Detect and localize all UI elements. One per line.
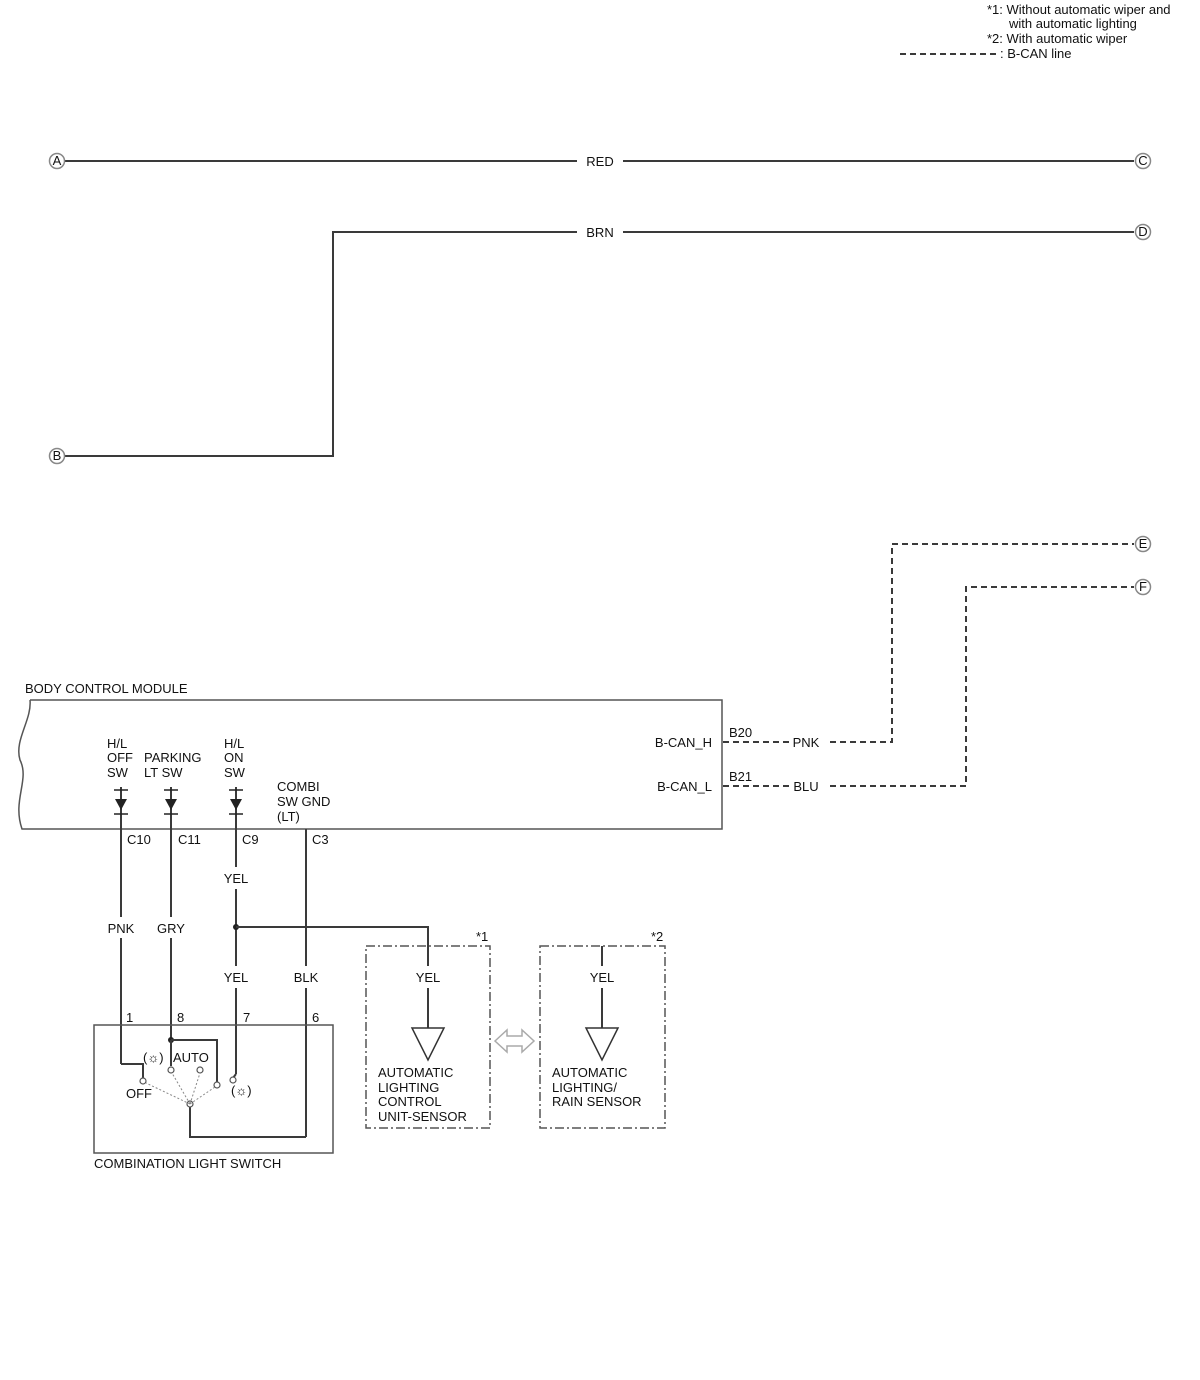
- pnk-wire-label: PNK: [108, 921, 135, 936]
- sensor1-triangle-icon: [410, 1027, 446, 1062]
- legend-note2: *2: With automatic wiper: [987, 31, 1128, 46]
- switch-title: COMBINATION LIGHT SWITCH: [94, 1156, 281, 1171]
- pin-c10: C10: [127, 832, 151, 847]
- switch-pin-7: 7: [243, 1010, 250, 1025]
- hl-on-sw-label-2: ON: [224, 750, 244, 765]
- legend-bcan: : B-CAN line: [1000, 46, 1072, 61]
- hl-off-input-arrow-icon: [114, 787, 128, 829]
- sensor1-note: *1: [476, 929, 488, 944]
- blk-wire-label: BLK: [294, 970, 319, 985]
- switch-selector-icon: [145, 1072, 216, 1105]
- hl-off-sw-label-3: SW: [107, 765, 129, 780]
- svg-text:B: B: [53, 448, 62, 463]
- switch-pin-1: 1: [126, 1010, 133, 1025]
- parking-lt-sw-label-1: PARKING: [144, 750, 202, 765]
- gry-wire-label: GRY: [157, 921, 185, 936]
- sensor1-name-4: UNIT-SENSOR: [378, 1109, 467, 1124]
- svg-text:D: D: [1138, 224, 1147, 239]
- bcm-bcan-h-label: B-CAN_H: [655, 735, 712, 750]
- connector-a: A: [48, 152, 66, 170]
- switch-pin-6: 6: [312, 1010, 319, 1025]
- red-wire: RED: [65, 154, 1134, 169]
- svg-text:A: A: [53, 153, 62, 168]
- pin-b21: B21: [729, 769, 752, 784]
- red-wire-label: RED: [586, 154, 613, 169]
- switch-pin-8: 8: [177, 1010, 184, 1025]
- bcan-l-wire-label: BLU: [793, 779, 818, 794]
- brn-wire-label: BRN: [586, 225, 613, 240]
- sensor2-wire-label: YEL: [590, 970, 615, 985]
- parking-lt-sw-label-2: LT SW: [144, 765, 183, 780]
- switch-contacts: [139, 1066, 237, 1108]
- bcan-h-wire-label: PNK: [793, 735, 820, 750]
- sensor2-triangle-icon: [584, 1027, 620, 1062]
- hl-on-sw-label-3: SW: [224, 765, 246, 780]
- connector-b: B: [48, 447, 66, 465]
- automatic-lighting-rain-sensor: *2 YEL AUTOMATIC LIGHTING/ RAIN SENSOR: [539, 929, 666, 1129]
- combi-sw-gnd-label-1: COMBI: [277, 779, 320, 794]
- bcm-bcan-l-label: B-CAN_L: [657, 779, 712, 794]
- bcan-lines: PNK BLU: [723, 543, 1134, 794]
- switch-position-on-icon: (☼): [231, 1083, 252, 1098]
- legend-note1-line2: with automatic lighting: [1008, 16, 1137, 31]
- bcan-h-line-right: [830, 543, 1134, 743]
- yel-wire: YEL YEL: [224, 829, 429, 1074]
- hl-on-sw-label-1: H/L: [224, 736, 244, 751]
- brn-wire: BRN: [65, 225, 1134, 457]
- combination-light-switch: 1 8 7 6 COMBINATION LIGHT SWITCH (☼) AUT…: [93, 1010, 334, 1171]
- pin-c9: C9: [242, 832, 259, 847]
- connector-c: C: [1134, 152, 1152, 170]
- sensor1-wire-label: YEL: [416, 970, 441, 985]
- sensor2-note: *2: [651, 929, 663, 944]
- connector-d: D: [1134, 223, 1152, 241]
- sensor1-name-3: CONTROL: [378, 1094, 442, 1109]
- svg-text:C: C: [1138, 153, 1147, 168]
- switch-outline: [93, 1024, 334, 1154]
- sensor1-name-2: LIGHTING: [378, 1080, 439, 1095]
- switch-position-auto: AUTO: [173, 1050, 209, 1065]
- connector-e: E: [1134, 535, 1152, 553]
- parking-input-arrow-icon: [164, 787, 178, 829]
- bcm-title: BODY CONTROL MODULE: [25, 681, 188, 696]
- combi-sw-gnd-label-2: SW GND: [277, 794, 330, 809]
- svg-text:E: E: [1139, 536, 1148, 551]
- pin-c3: C3: [312, 832, 329, 847]
- hl-on-input-arrow-icon: [229, 787, 243, 829]
- alternative-arrow-icon: [493, 1028, 536, 1054]
- pnk-wire: PNK: [108, 829, 135, 1064]
- pin-b20: B20: [729, 725, 752, 740]
- legend-note1-line1: *1: Without automatic wiper and: [987, 2, 1171, 17]
- switch-position-off: OFF: [126, 1086, 152, 1101]
- pin-c11: C11: [178, 832, 201, 847]
- automatic-lighting-control-unit-sensor: *1 YEL AUTOMATIC LIGHTING CONTROL UNIT-S…: [365, 929, 491, 1129]
- connector-f: F: [1134, 578, 1152, 596]
- yel-wire-lower-label: YEL: [224, 970, 249, 985]
- combi-sw-gnd-label-3: (LT): [277, 809, 300, 824]
- bcan-l-line-right: [830, 586, 1134, 787]
- hl-off-sw-label-1: H/L: [107, 736, 127, 751]
- hl-off-sw-label-2: OFF: [107, 750, 133, 765]
- sensor1-name-1: AUTOMATIC: [378, 1065, 453, 1080]
- sensor2-name-2: LIGHTING/: [552, 1080, 617, 1095]
- sensor2-name-3: RAIN SENSOR: [552, 1094, 642, 1109]
- blk-wire: BLK: [294, 829, 319, 1137]
- switch-position-parking-icon: (☼): [143, 1050, 164, 1065]
- gry-wire: GRY: [157, 829, 185, 1040]
- bcm-outline: [18, 699, 723, 830]
- yel-wire-upper-label: YEL: [224, 871, 249, 886]
- sensor2-outline: [539, 945, 666, 1129]
- sensor2-name-1: AUTOMATIC: [552, 1065, 627, 1080]
- svg-text:F: F: [1139, 579, 1147, 594]
- legend: *1: Without automatic wiper and with aut…: [900, 2, 1171, 61]
- body-control-module: BODY CONTROL MODULE B-CAN_H B-CAN_L B20 …: [18, 681, 752, 847]
